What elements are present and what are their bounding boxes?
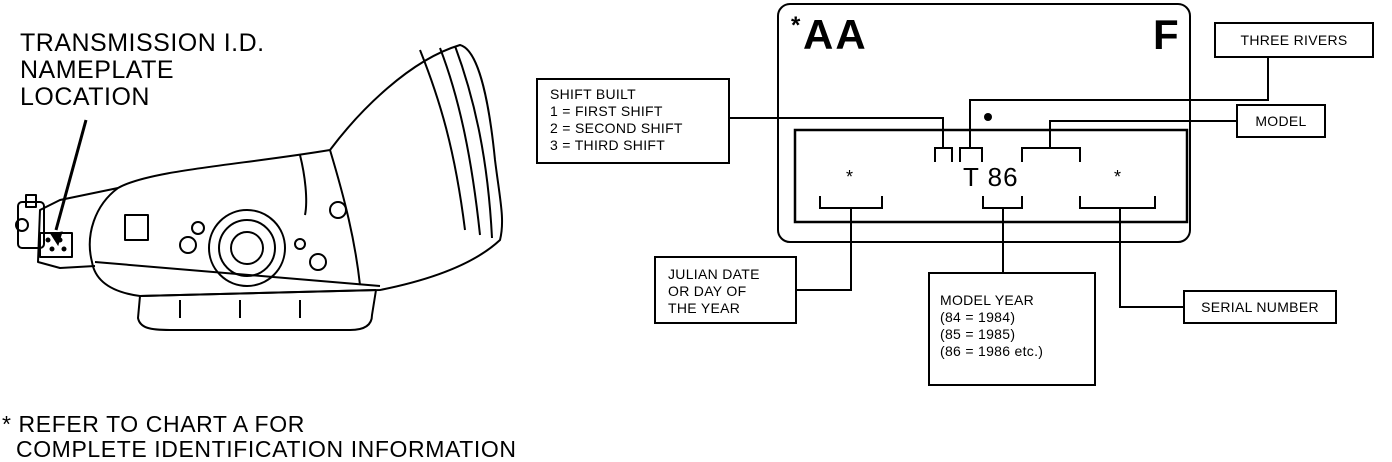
plate-top-left-code: AA — [803, 11, 868, 58]
callout-model: MODEL — [1236, 104, 1326, 138]
plate-dot — [984, 113, 992, 121]
model-year-line-3: (85 = 1985) — [940, 326, 1016, 342]
location-label: TRANSMISSION I.D. NAMEPLATE LOCATION — [20, 30, 265, 111]
julian-date-line-2: OR DAY OF — [668, 283, 747, 299]
julian-date-line-1: JULIAN DATE — [668, 266, 760, 282]
transmission-illustration — [15, 44, 504, 331]
serial-number-label: SERIAL NUMBER — [1201, 299, 1319, 315]
plate-center-code: T 86 — [963, 162, 1019, 192]
three-rivers-label: THREE RIVERS — [1240, 32, 1348, 48]
callout-shift-built: SHIFT BUILT 1 = FIRST SHIFT 2 = SECOND S… — [536, 78, 730, 164]
callout-three-rivers: THREE RIVERS — [1214, 22, 1374, 58]
shift-built-line-2: 1 = FIRST SHIFT — [550, 103, 663, 119]
model-year-line-1: MODEL YEAR — [940, 292, 1035, 308]
location-label-line-3: LOCATION — [20, 83, 150, 111]
footnote-line-1: * REFER TO CHART A FOR — [2, 411, 305, 437]
footnote-line-2: COMPLETE IDENTIFICATION INFORMATION — [2, 436, 517, 462]
plate-left-star: * — [846, 167, 854, 187]
model-year-line-4: (86 = 1986 etc.) — [940, 343, 1044, 359]
id-plate — [777, 3, 1191, 243]
model-year-line-2: (84 = 1984) — [940, 309, 1016, 325]
leader-lines — [730, 58, 1269, 308]
location-label-line-1: TRANSMISSION I.D. — [20, 29, 265, 57]
shift-built-line-4: 3 = THIRD SHIFT — [550, 137, 666, 153]
plate-top-left-star: * — [791, 12, 801, 39]
plate-top-right-code: F — [1153, 11, 1179, 58]
callout-serial-number: SERIAL NUMBER — [1183, 290, 1337, 324]
location-arrow — [50, 119, 88, 247]
shift-built-line-1: SHIFT BUILT — [550, 86, 637, 102]
footnote: * REFER TO CHART A FOR COMPLETE IDENTIFI… — [2, 412, 517, 462]
callout-julian-date: JULIAN DATE OR DAY OF THE YEAR — [654, 256, 797, 324]
julian-date-line-3: THE YEAR — [668, 300, 741, 316]
callout-model-year: MODEL YEAR (84 = 1984) (85 = 1985) (86 =… — [928, 272, 1096, 386]
plate-right-star: * — [1114, 167, 1122, 187]
shift-built-line-3: 2 = SECOND SHIFT — [550, 120, 683, 136]
location-label-line-2: NAMEPLATE — [20, 56, 175, 84]
model-label: MODEL — [1255, 113, 1307, 129]
